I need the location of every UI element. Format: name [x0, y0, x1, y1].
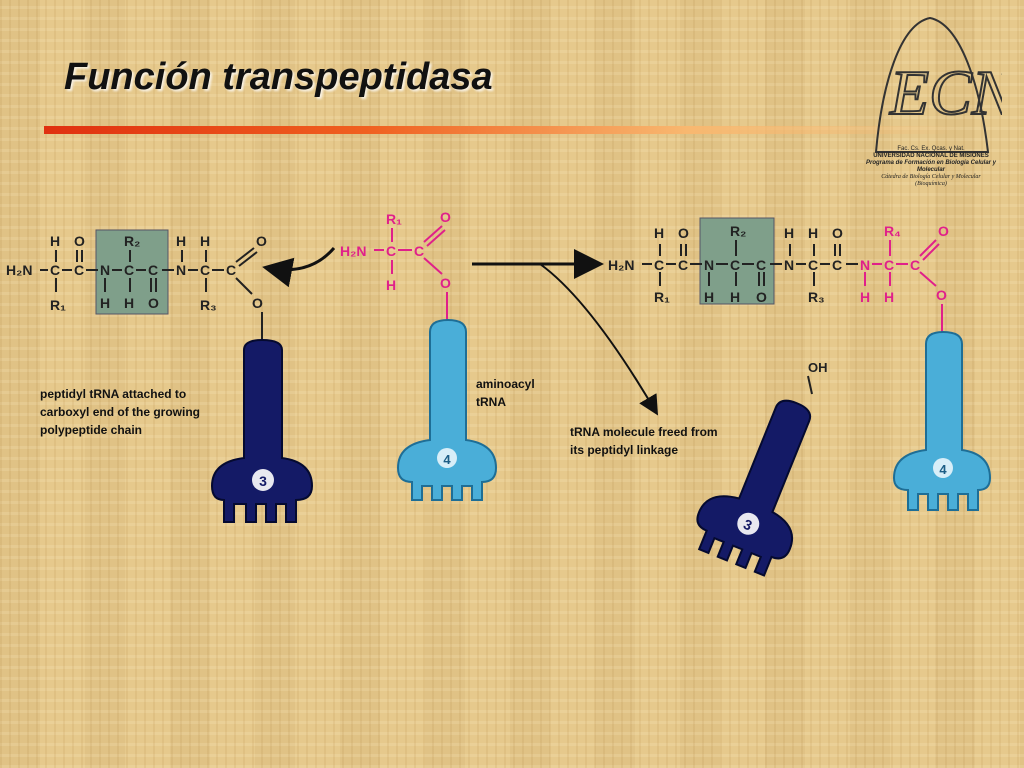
- svg-text:O: O: [256, 233, 267, 249]
- svg-text:O: O: [148, 295, 159, 311]
- transfer-arrow: [262, 247, 336, 288]
- svg-text:O: O: [678, 225, 689, 241]
- logo-line-6: (Bioquímica): [915, 181, 947, 187]
- logo-line-4: Molecular: [916, 167, 945, 173]
- slide-title: Función transpeptidasa: [64, 56, 493, 98]
- svg-text:H: H: [884, 289, 894, 305]
- svg-text:R₄: R₄: [884, 223, 901, 239]
- product-chain: H₂N C H R₁ C O N H C R₂ H C O N H C H: [608, 217, 858, 305]
- trna-3-left: 3: [210, 338, 314, 523]
- svg-text:H: H: [100, 295, 110, 311]
- left-highlight-box: [95, 229, 169, 315]
- svg-text:O: O: [938, 223, 949, 239]
- svg-text:C: C: [678, 257, 688, 273]
- university-logo: ECN: [874, 16, 1002, 153]
- logo-line-5: Cátedra de Biología Celular y Molecular: [881, 174, 981, 180]
- svg-text:R₂: R₂: [730, 223, 746, 239]
- svg-text:H₂N: H₂N: [608, 257, 634, 273]
- svg-text:H: H: [176, 233, 186, 249]
- svg-text:O: O: [440, 275, 451, 291]
- trna-3-left-number: 3: [259, 473, 267, 489]
- svg-text:O: O: [936, 287, 947, 303]
- svg-text:C: C: [884, 257, 894, 273]
- svg-text:O: O: [440, 209, 451, 225]
- right-highlight-box: [699, 217, 775, 305]
- svg-text:ECN: ECN: [889, 57, 1002, 128]
- freed-caption-line-1: tRNA molecule freed from: [570, 425, 718, 439]
- freed-oh-label: OH: [808, 360, 828, 375]
- product-new-residue: N H C R₄ H C O O: [860, 223, 949, 332]
- svg-text:C: C: [148, 262, 158, 278]
- svg-text:R₃: R₃: [200, 297, 217, 313]
- logo-line-3: Programa de Formación en Biología Celula…: [865, 160, 997, 166]
- svg-text:H: H: [784, 225, 794, 241]
- logo-line-1: Fac. Cs. Ex. Qcas. y Nat.: [897, 146, 965, 152]
- svg-text:C: C: [414, 243, 424, 259]
- svg-text:H: H: [386, 277, 396, 293]
- peptidyl-caption-line-3: polypeptide chain: [40, 423, 142, 437]
- svg-text:H: H: [124, 295, 134, 311]
- svg-text:O: O: [756, 289, 767, 305]
- peptidyl-caption-line-1: peptidyl tRNA attached to: [40, 387, 186, 401]
- svg-text:C: C: [50, 262, 60, 278]
- title-underline: [44, 126, 964, 134]
- svg-text:C: C: [654, 257, 664, 273]
- svg-text:C: C: [200, 262, 210, 278]
- trna-4-middle: 4: [396, 318, 498, 501]
- svg-text:C: C: [124, 262, 134, 278]
- svg-text:R₁: R₁: [50, 297, 66, 313]
- logo-line-2: UNIVERSIDAD NACIONAL DE MISIONES: [873, 153, 989, 159]
- svg-text:N: N: [704, 257, 714, 273]
- svg-text:C: C: [808, 257, 818, 273]
- svg-text:R₁: R₁: [386, 211, 402, 227]
- svg-text:N: N: [100, 262, 110, 278]
- svg-text:R₂: R₂: [124, 233, 140, 249]
- svg-text:H: H: [50, 233, 60, 249]
- svg-text:C: C: [832, 257, 842, 273]
- freed-oh-bond: [807, 375, 813, 395]
- release-arrow: [539, 263, 659, 416]
- svg-text:H: H: [860, 289, 870, 305]
- svg-text:R₃: R₃: [808, 289, 825, 305]
- svg-text:R₁: R₁: [654, 289, 670, 305]
- aminoacyl-caption-line-1: aminoacyl: [476, 377, 535, 391]
- svg-text:H: H: [704, 289, 714, 305]
- trna-4-middle-number: 4: [443, 452, 451, 467]
- trna-4-right-number: 4: [939, 462, 947, 477]
- svg-text:C: C: [74, 262, 84, 278]
- svg-text:C: C: [910, 257, 920, 273]
- trna-3-freed: 3: [696, 399, 812, 577]
- svg-text:C: C: [226, 262, 236, 278]
- svg-text:H₂N: H₂N: [6, 262, 32, 278]
- svg-text:N: N: [784, 257, 794, 273]
- svg-text:H: H: [730, 289, 740, 305]
- peptidyl-chain: H₂N C H R₁ C O N H C R₂ H C O N H C H: [6, 229, 267, 340]
- svg-text:H: H: [200, 233, 210, 249]
- svg-text:C: C: [386, 243, 396, 259]
- aminoacyl-amino-acid: H₂N C R₁ H C O O: [340, 209, 451, 322]
- svg-text:H: H: [808, 225, 818, 241]
- svg-text:O: O: [74, 233, 85, 249]
- freed-caption-line-2: its peptidyl linkage: [570, 443, 678, 457]
- svg-text:C: C: [756, 257, 766, 273]
- svg-text:H: H: [654, 225, 664, 241]
- svg-text:N: N: [176, 262, 186, 278]
- peptidyl-caption-line-2: carboxyl end of the growing: [40, 405, 200, 419]
- aminoacyl-caption-line-2: tRNA: [476, 395, 506, 409]
- trna-4-right: 4: [892, 330, 992, 511]
- svg-text:C: C: [730, 257, 740, 273]
- svg-text:O: O: [252, 295, 263, 311]
- svg-text:N: N: [860, 257, 870, 273]
- svg-text:O: O: [832, 225, 843, 241]
- svg-text:H₂N: H₂N: [340, 243, 366, 259]
